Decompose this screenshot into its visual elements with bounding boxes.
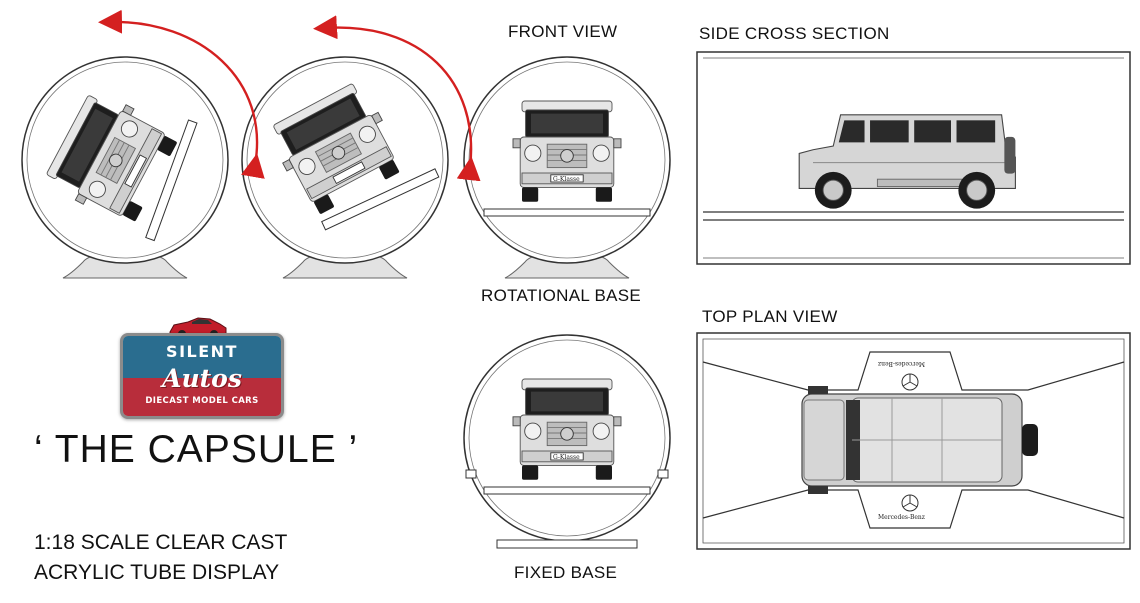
- star-logo-icon: [901, 373, 919, 512]
- brand-plate-bottom: Mercedes-Benz: [878, 514, 925, 521]
- side-cross-section: [696, 51, 1131, 265]
- silent-autos-logo: SILENT Autos DIECAST MODEL CARS: [120, 333, 284, 419]
- rotational-base-label: ROTATIONAL BASE: [481, 286, 642, 305]
- top-plan-view: [696, 332, 1131, 550]
- fixed-base-label: FIXED BASE: [514, 563, 618, 582]
- side-cross-section-label: SIDE CROSS SECTION: [699, 24, 890, 43]
- tube-rotated-1: [21, 56, 229, 279]
- logo-line-1: SILENT: [166, 342, 238, 361]
- page-title: ‘ THE CAPSULE ’: [34, 428, 359, 471]
- front-plate-text: G-Klasse: [553, 176, 580, 183]
- brand-plate-top: Mercedes-Benz: [878, 360, 925, 367]
- top-plan-view-label: TOP PLAN VIEW: [702, 307, 838, 326]
- rotation-arrows: [98, 9, 481, 182]
- tube-front-view: [463, 56, 671, 279]
- subtitle: 1:18 SCALE CLEAR CAST ACRYLIC TUBE DISPL…: [34, 528, 287, 588]
- tube-fixed-base: [463, 334, 671, 549]
- subtitle-line-2: ACRYLIC TUBE DISPLAY: [34, 561, 280, 584]
- subtitle-line-1: 1:18 SCALE CLEAR CAST: [34, 531, 288, 554]
- fixed-plate-text: G-Klasse: [553, 454, 580, 461]
- front-view-label: FRONT VIEW: [508, 22, 618, 41]
- logo-line-2: Autos: [162, 364, 242, 393]
- logo-line-3: DIECAST MODEL CARS: [145, 396, 259, 406]
- tube-rotated-2: [241, 56, 449, 279]
